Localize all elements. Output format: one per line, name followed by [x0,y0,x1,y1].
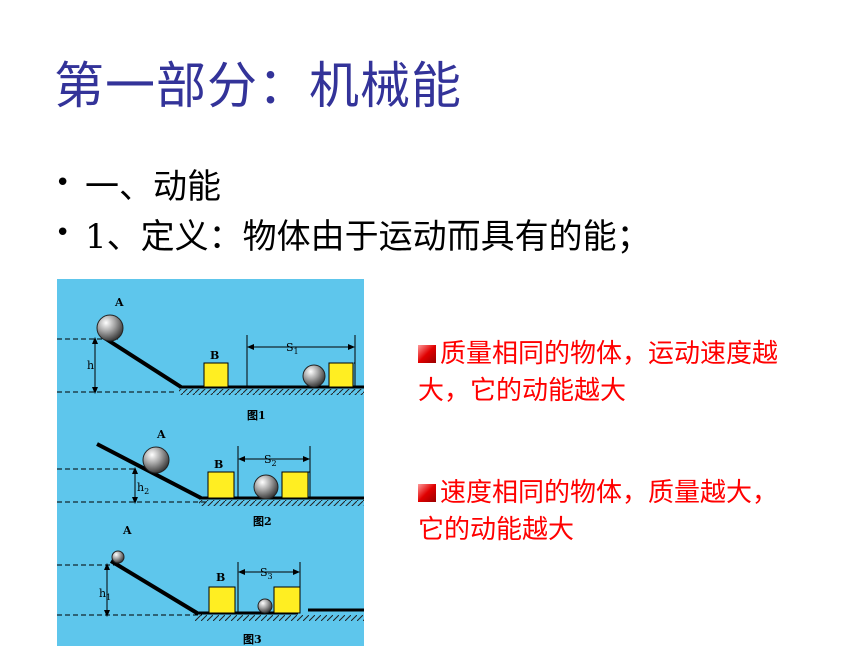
ball [142,446,170,474]
block-label: B [214,458,223,471]
distance-label: S1 [286,341,299,356]
height-label: h [87,359,94,372]
block-moved [281,471,309,499]
diagram-panel-2: A h2 B S2 图2 [57,428,364,528]
note-text: 质量相同的物体，运动速度越大，它的动能越大 [418,339,779,406]
ball [111,550,125,564]
ramp [109,559,199,615]
figure-caption: 图1 [247,409,266,422]
bullet-marker: • [55,218,71,248]
ramp [101,335,183,389]
block-label: B [210,349,219,362]
bullet-text: 一、动能 [85,166,221,207]
red-square-bullet-icon [418,345,436,363]
block [203,362,229,388]
height-label: h1 [99,587,111,602]
bullet-list: • 一、动能 • 1、定义：物体由于运动而具有的能； [55,158,651,258]
ball-after [253,474,279,500]
bullet-item: • 一、动能 [55,158,651,208]
block-moved [328,362,354,388]
block-moved [273,586,301,614]
figure-caption: 图2 [253,515,272,528]
note-speed-equal: 速度相同的物体，质量越大，它的动能越大 [418,475,778,549]
distance-label: S3 [260,566,273,581]
kinetic-energy-diagram: A h B S1 图1 A h2 [57,279,364,646]
bullet-text: 1、定义：物体由于运动而具有的能； [85,216,651,257]
bullet-item: • 1、定义：物体由于运动而具有的能； [55,208,651,258]
height-label: h2 [137,481,149,496]
note-text: 速度相同的物体，质量越大，它的动能越大 [418,478,779,545]
figure-caption: 图3 [243,633,262,646]
diagram-panel-1: A h B S1 图1 [57,296,364,422]
ball-after [302,364,326,388]
block-label: B [216,571,225,584]
slide-title: 第一部分：机械能 [54,57,462,115]
ball-label: A [114,296,124,309]
diagram-panel-3: A h1 B S3 图3 [57,524,364,646]
block [207,471,235,499]
ball-label: A [122,524,132,537]
distance-label: S2 [264,453,277,468]
ball-after [257,598,273,614]
ball-label: A [156,428,166,441]
block [208,586,236,614]
bullet-marker: • [55,168,71,198]
ball [96,314,124,342]
note-mass-equal: 质量相同的物体，运动速度越大，它的动能越大 [418,336,818,410]
red-square-bullet-icon [418,484,436,502]
